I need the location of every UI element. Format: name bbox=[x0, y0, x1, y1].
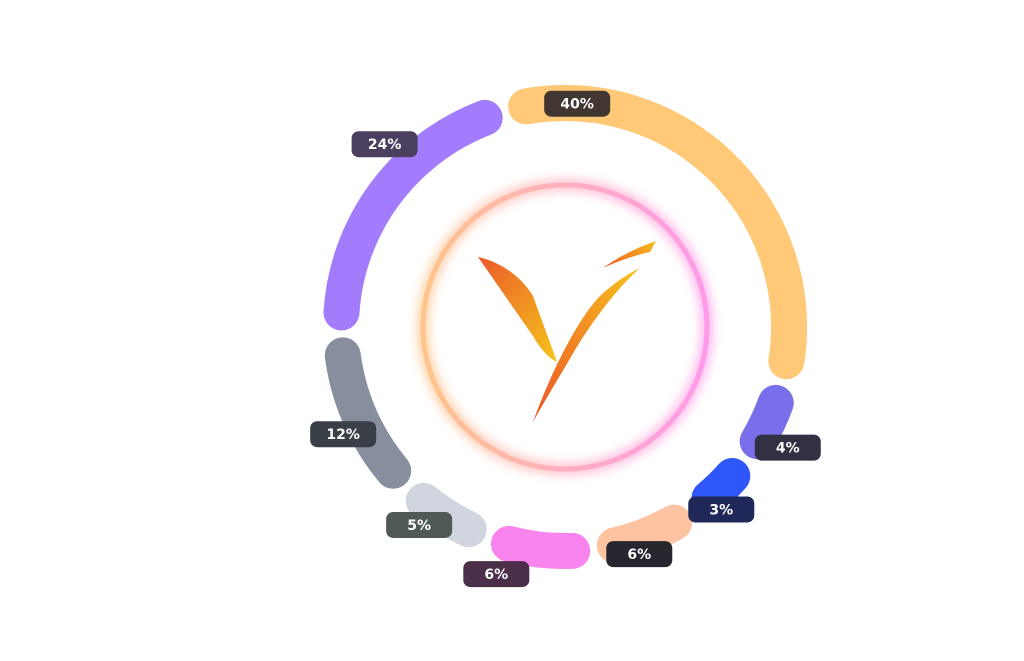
v-logo-icon bbox=[478, 241, 656, 422]
donut-segments bbox=[323, 85, 807, 569]
center-ring bbox=[417, 179, 713, 475]
label-pill bbox=[386, 511, 453, 538]
percentage-label: 12% bbox=[310, 421, 377, 448]
label-text: 6% bbox=[484, 567, 508, 583]
label-pill bbox=[310, 421, 377, 448]
percentage-label: 3% bbox=[688, 496, 755, 523]
donut-segment bbox=[691, 457, 751, 517]
label-pill bbox=[463, 561, 530, 588]
percentage-label: 6% bbox=[463, 561, 530, 588]
donut-segment bbox=[323, 99, 503, 331]
percentage-label: 40% bbox=[544, 90, 611, 117]
donut-segment bbox=[490, 525, 591, 569]
label-text: 40% bbox=[560, 97, 594, 113]
label-pill bbox=[606, 541, 673, 568]
label-text: 4% bbox=[776, 441, 800, 457]
percentage-labels: 40% 4% 3% 6% 6% 5% 12% 24% bbox=[310, 90, 821, 588]
label-pill bbox=[544, 90, 611, 117]
donut-segment bbox=[508, 85, 807, 380]
percentage-label: 6% bbox=[606, 541, 673, 568]
label-text: 6% bbox=[627, 547, 651, 563]
label-pill bbox=[688, 496, 755, 523]
donut-segment bbox=[324, 337, 412, 489]
percentage-label: 4% bbox=[754, 434, 821, 461]
label-pill bbox=[351, 131, 418, 158]
label-text: 5% bbox=[407, 518, 431, 534]
label-text: 12% bbox=[326, 427, 360, 443]
label-text: 3% bbox=[709, 502, 733, 518]
percentage-label: 24% bbox=[351, 131, 418, 158]
percentage-label: 5% bbox=[386, 511, 453, 538]
label-pill bbox=[754, 434, 821, 461]
label-text: 24% bbox=[368, 137, 402, 153]
